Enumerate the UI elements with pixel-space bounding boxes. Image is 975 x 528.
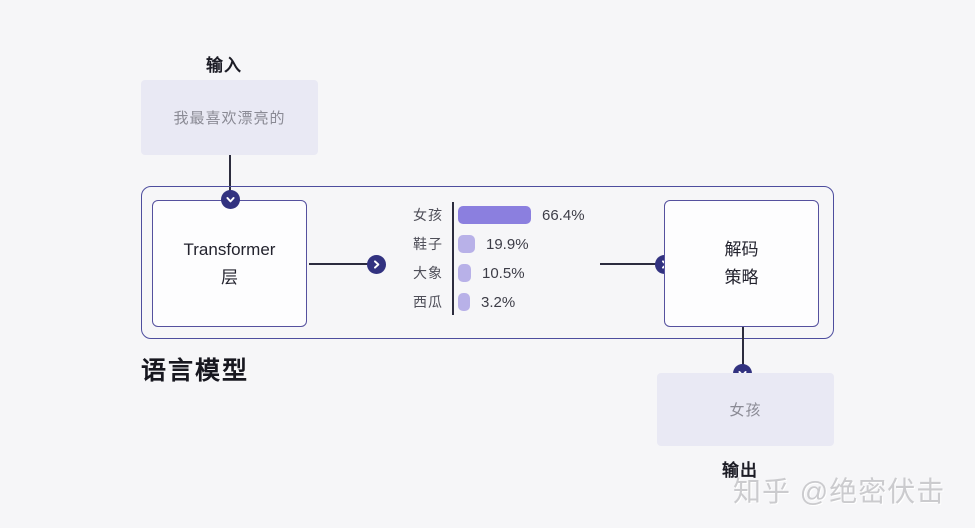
chart-value-label: 3.2% <box>481 293 516 311</box>
language-model-boundary-box <box>141 186 834 339</box>
output-token-text: 女孩 <box>729 402 762 419</box>
transformer-label-line2: 层 <box>221 267 238 287</box>
input-label: 输入 <box>206 56 242 75</box>
chart-category-label: 女孩 <box>413 207 443 223</box>
input-token-text: 我最喜欢漂亮的 <box>173 110 286 127</box>
chart-row: 西瓜 3.2% <box>413 292 515 312</box>
chart-axis-line <box>452 202 454 315</box>
transformer-layer-box: Transformer 层 <box>152 200 307 327</box>
chart-bar <box>458 235 475 253</box>
connector-chart-to-decode <box>600 263 656 265</box>
decode-label-line1: 解码 <box>724 239 759 259</box>
chart-row: 鞋子 19.9% <box>413 234 529 254</box>
chart-category-label: 大象 <box>413 265 443 281</box>
connector-input-to-transformer <box>229 155 231 199</box>
chart-bar <box>458 264 471 282</box>
connector-transformer-to-chart <box>309 263 369 265</box>
decode-label-line2: 策略 <box>724 267 759 287</box>
chart-bar <box>458 293 470 311</box>
connector-decode-to-output <box>742 327 744 373</box>
chart-row: 大象 10.5% <box>413 263 525 283</box>
chart-row: 女孩 66.4% <box>413 205 585 225</box>
zhihu-watermark: 知乎 @绝密伏击 <box>733 476 946 507</box>
chevron-down-icon <box>221 190 240 209</box>
input-token-box: 我最喜欢漂亮的 <box>141 80 318 155</box>
output-label: 输出 <box>722 461 758 480</box>
chart-bar <box>458 206 531 224</box>
chart-category-label: 西瓜 <box>413 294 443 310</box>
output-token-box: 女孩 <box>657 373 834 446</box>
language-model-label: 语言模型 <box>141 357 250 385</box>
chart-category-label: 鞋子 <box>413 236 443 252</box>
transformer-label-line1: Transformer <box>183 239 276 259</box>
chart-value-label: 19.9% <box>486 235 529 253</box>
decode-strategy-box: 解码 策略 <box>664 200 819 327</box>
chart-value-label: 66.4% <box>542 206 585 224</box>
chart-value-label: 10.5% <box>482 264 525 282</box>
chevron-right-icon <box>367 255 386 274</box>
